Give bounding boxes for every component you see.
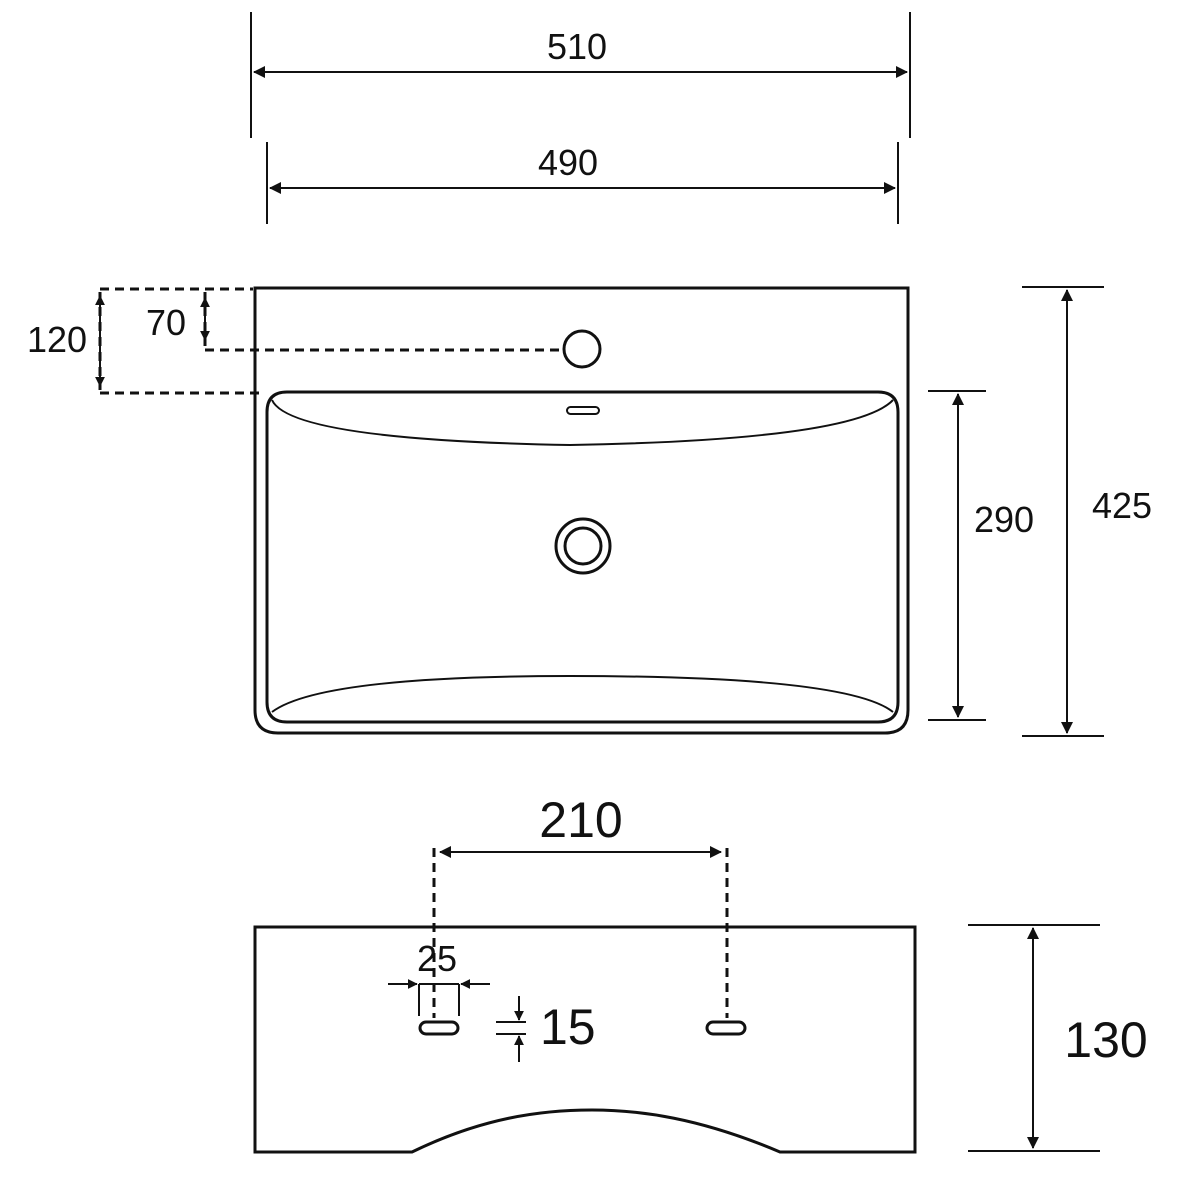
drain-inner-icon xyxy=(563,526,603,566)
slot-width-label: 25 xyxy=(417,938,457,979)
basin-back-view: 210 25 15 130 xyxy=(253,792,1148,1154)
tap-hole-icon xyxy=(562,329,602,369)
drain-outer-icon xyxy=(554,517,612,575)
slot-height-label: 15 xyxy=(540,999,596,1055)
back-view-outline xyxy=(253,925,917,1154)
inner-width-label: 490 xyxy=(538,142,598,183)
height-label: 130 xyxy=(1064,1012,1147,1068)
bowl-depth-label: 290 xyxy=(974,499,1034,540)
mounting-slot-left xyxy=(418,1020,460,1036)
basin-top-view xyxy=(253,286,910,735)
overflow-slot xyxy=(566,406,600,415)
mounting-slot-right xyxy=(705,1020,747,1036)
outer-width-label: 510 xyxy=(547,26,607,67)
width-dimensions: 510 490 xyxy=(250,12,911,224)
hole-offset-label: 70 xyxy=(146,302,186,343)
bowl-top-slope xyxy=(271,399,894,447)
bracket-spacing-label: 210 xyxy=(539,792,622,848)
deck-depth-label: 120 xyxy=(27,319,87,360)
bowl-outline xyxy=(265,390,900,724)
deck-dimensions: 70 120 xyxy=(27,287,562,395)
total-depth-label: 425 xyxy=(1092,485,1152,526)
depth-dimensions: 290 425 xyxy=(928,286,1152,737)
basin-outer-outline xyxy=(253,286,910,735)
bowl-bottom-slope xyxy=(271,674,894,713)
